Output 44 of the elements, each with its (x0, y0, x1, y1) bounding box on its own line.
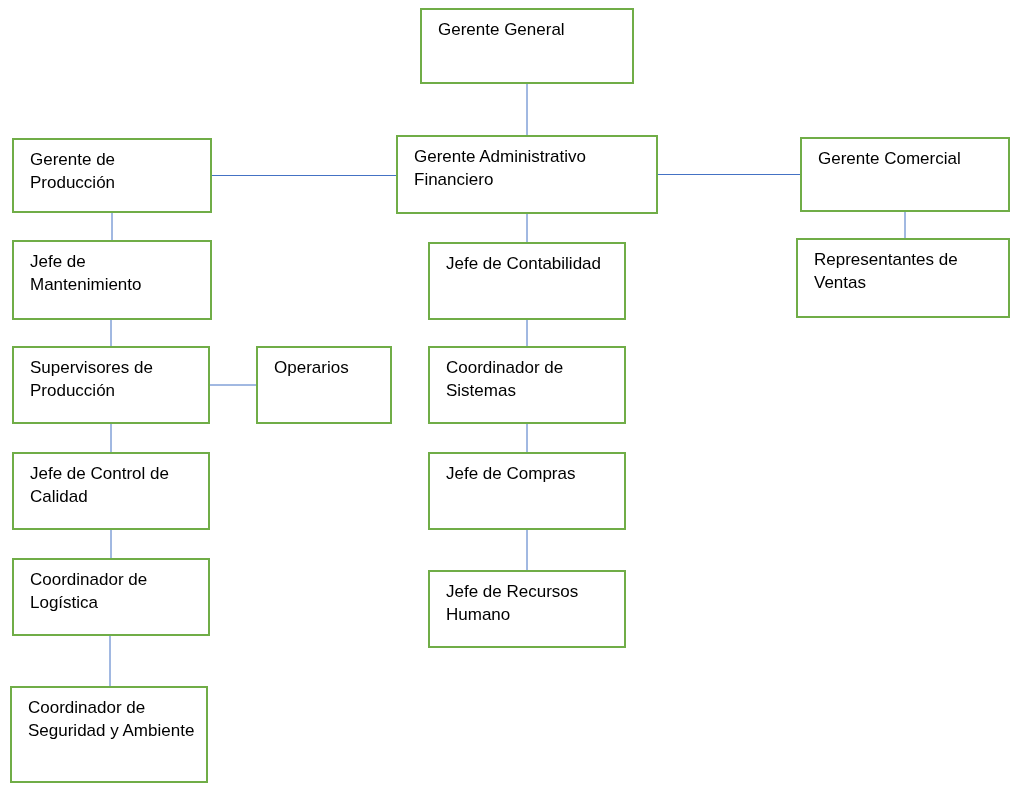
position-title: Gerente General (438, 19, 566, 41)
connector-line (526, 529, 528, 571)
connector-line (526, 423, 528, 453)
position-title: Jefe de Recursos Humano (446, 581, 580, 626)
position-title: Gerente Administrativo Financiero (414, 146, 587, 191)
connector-line (209, 384, 257, 386)
connector-line (110, 529, 112, 559)
position-title: Jefe de Mantenimiento (30, 251, 143, 296)
org-box (10, 686, 208, 783)
connector-line (211, 175, 397, 176)
org-box (800, 137, 1010, 212)
org-box (428, 242, 626, 320)
connector-line (111, 212, 113, 241)
connector-line (904, 211, 906, 239)
position-title: Jefe de Compras (446, 463, 577, 485)
connector-line (526, 83, 528, 136)
org-box (428, 346, 626, 424)
position-title: Gerente Comercial (818, 148, 962, 170)
position-title: Supervisores de Producción (30, 357, 154, 402)
org-box (12, 452, 210, 530)
position-title: Gerente de Producción (30, 149, 117, 194)
connector-line (526, 213, 528, 243)
connector-line (110, 423, 112, 453)
position-title: Operarios (274, 357, 350, 379)
position-title: Representantes de Ventas (814, 249, 959, 294)
position-title: Coordinador de Sistemas (446, 357, 565, 402)
position-title: Jefe de Control de Calidad (30, 463, 170, 508)
connector-line (110, 319, 112, 347)
org-box (256, 346, 392, 424)
position-title: Coordinador de Logística (30, 569, 149, 614)
org-box (428, 452, 626, 530)
position-title: Jefe de Contabilidad (446, 253, 602, 275)
org-box (12, 558, 210, 636)
position-title: Coordinador de Seguridad y Ambiente (28, 697, 196, 742)
org-box (396, 135, 658, 214)
connector-line (657, 174, 801, 175)
org-box (12, 138, 212, 213)
org-box (796, 238, 1010, 318)
org-box (420, 8, 634, 84)
connector-line (526, 319, 528, 347)
connector-line (109, 635, 111, 687)
org-box (12, 346, 210, 424)
org-box (12, 240, 212, 320)
org-box (428, 570, 626, 648)
